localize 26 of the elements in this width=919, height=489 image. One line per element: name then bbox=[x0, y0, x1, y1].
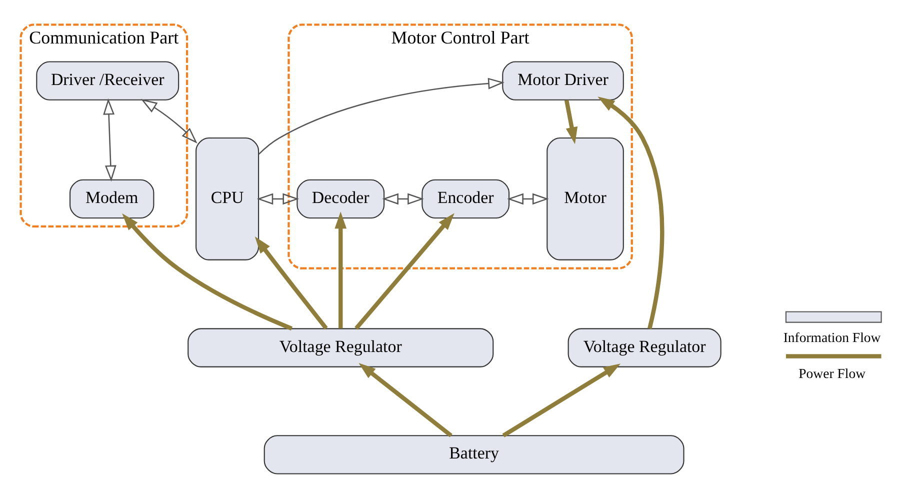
node-box: Voltage Regulator bbox=[568, 328, 722, 367]
arrow bbox=[258, 77, 504, 154]
arrow bbox=[354, 212, 454, 330]
arrow bbox=[122, 212, 293, 330]
arrow bbox=[256, 192, 300, 204]
arrow bbox=[564, 99, 578, 144]
node-box: Modem bbox=[70, 178, 154, 218]
node-box: CPU bbox=[196, 137, 260, 260]
legend-label: Information Flow bbox=[783, 329, 881, 344]
arrow bbox=[140, 98, 198, 143]
arrow bbox=[103, 98, 116, 182]
legend-label: Power Flow bbox=[798, 365, 866, 380]
node-box: Encoder bbox=[422, 178, 510, 218]
arrow bbox=[502, 363, 621, 437]
arrow bbox=[507, 192, 549, 204]
node-box: Driver /Receiver bbox=[36, 60, 180, 100]
arrow bbox=[598, 96, 664, 329]
arrow bbox=[254, 236, 328, 330]
node-box: Motor bbox=[546, 137, 624, 260]
node-box: Battery bbox=[264, 434, 684, 474]
node-box: Motor Driver bbox=[502, 60, 624, 100]
arrow bbox=[334, 211, 347, 328]
node-box: Voltage Regulator bbox=[188, 328, 494, 367]
node-box: Decoder bbox=[296, 178, 385, 218]
arrow bbox=[382, 192, 424, 204]
arrow bbox=[358, 362, 452, 437]
